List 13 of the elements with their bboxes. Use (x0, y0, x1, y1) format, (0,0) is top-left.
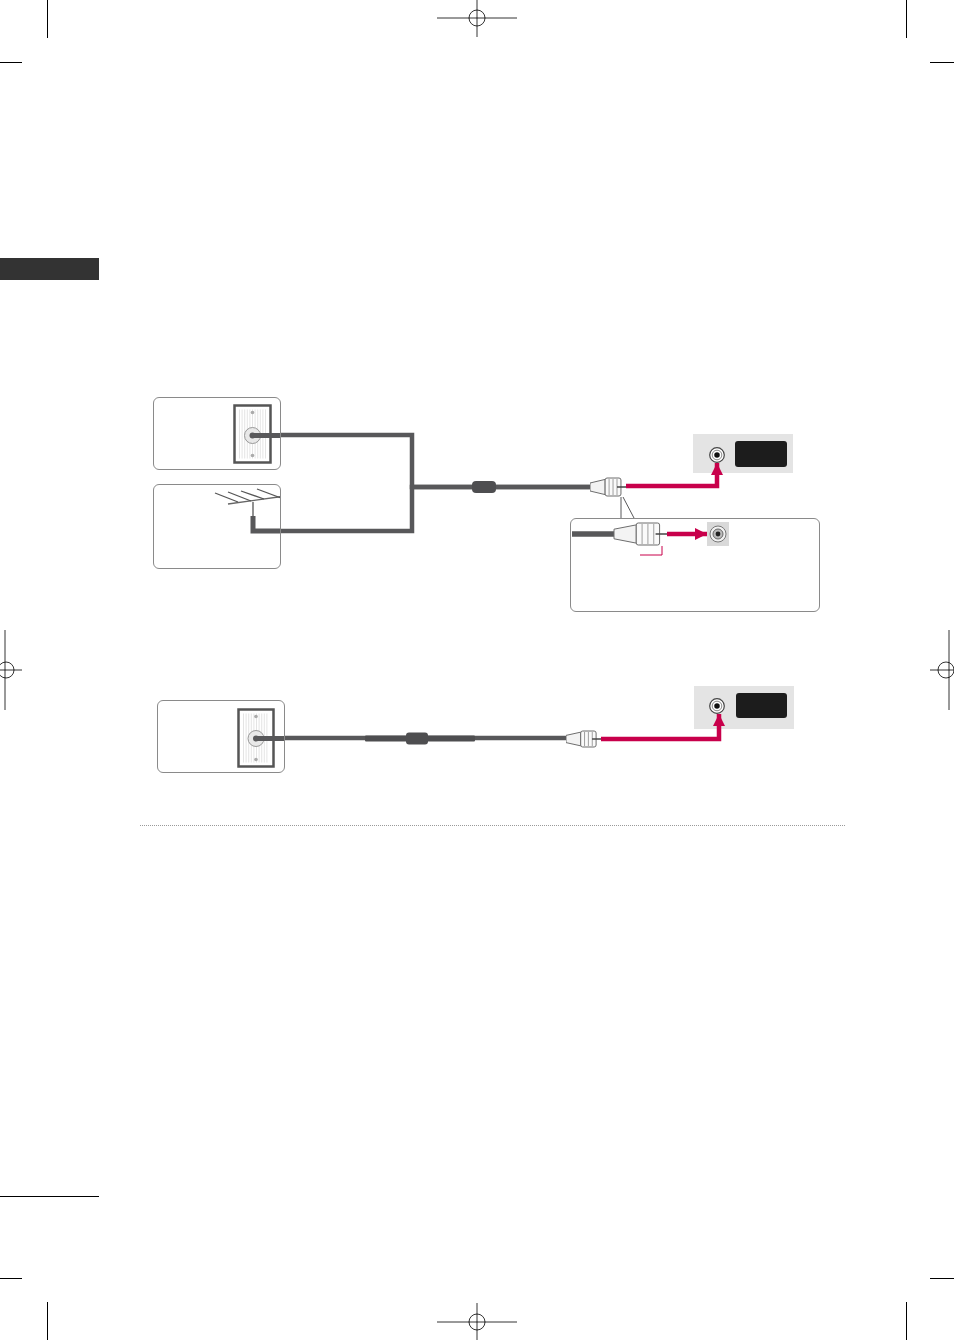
arrow (626, 463, 723, 489)
leader-line (620, 496, 635, 519)
input-terminal-panel (693, 434, 793, 473)
wall-outlet-panel (153, 397, 281, 470)
arrow (667, 528, 707, 540)
section-tab (0, 258, 99, 280)
cable (281, 484, 590, 534)
arrow (601, 714, 725, 742)
leader-line (639, 545, 663, 556)
detail-inset-box (570, 518, 820, 612)
input-terminal-panel (694, 686, 794, 729)
wall-outlet-panel (157, 700, 285, 773)
antenna-panel (153, 484, 281, 569)
